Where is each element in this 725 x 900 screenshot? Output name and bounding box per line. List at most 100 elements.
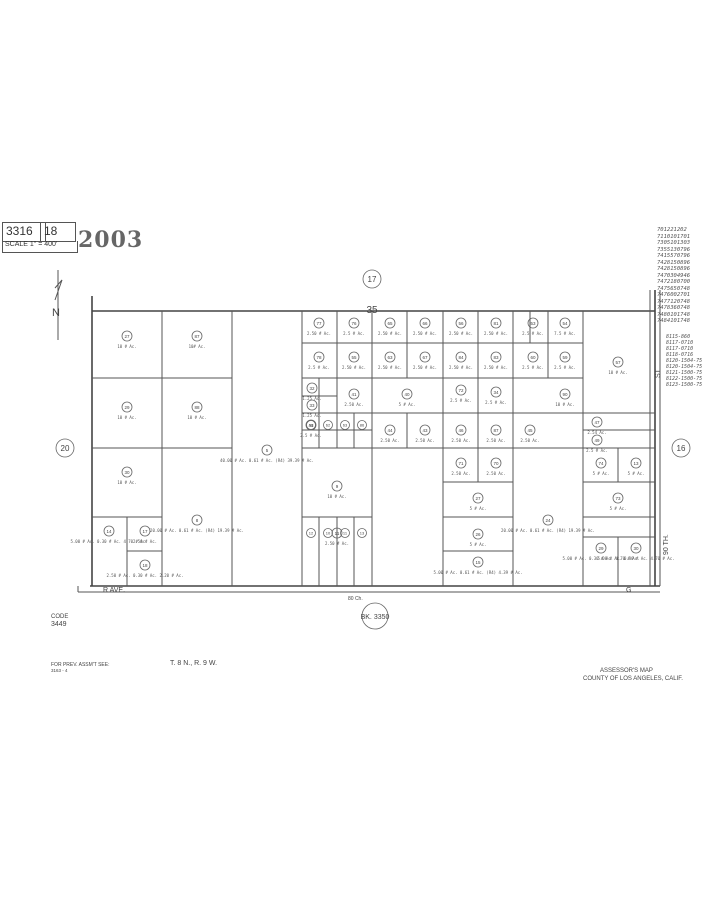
parcel-id: 24 [545, 518, 551, 523]
parcel-id: 48 [308, 423, 314, 428]
parcel-circle [401, 388, 413, 400]
parcel-area: 2.50 # Ac. [484, 331, 508, 336]
legal-note: 7476002701 [657, 292, 691, 298]
parcel-id: 13 [633, 461, 639, 466]
legal-note: 7475650748 [657, 285, 691, 292]
parcel-area: 2.5 # Ac. [450, 398, 472, 403]
parcel-id: 26 [475, 532, 481, 537]
prev-assmt-label: FOR PREV. ASSM'T SEE: [51, 662, 110, 668]
parcel-id: 60 [530, 355, 536, 360]
parcel-circle [306, 399, 318, 411]
parcel-id: 32 [309, 386, 315, 391]
parcel-circle [384, 317, 396, 329]
parcel-id: 83 [493, 355, 499, 360]
parcel-id: 9 [336, 484, 339, 489]
parcel-area: 2.5 # Ac. [343, 331, 365, 336]
small-lot-id: 13 [360, 531, 365, 536]
parcel-circle [384, 424, 396, 436]
parcel-id: 90 [562, 392, 568, 397]
parcel-id: 65 [387, 321, 393, 326]
parcel-id: 8 [196, 518, 199, 523]
parcel-area: 2.50 # Ac. [342, 365, 366, 370]
street-width: 80 Ch. [348, 596, 363, 602]
parcel-id: 40 [404, 392, 410, 397]
legal-note: 7428150896 [657, 259, 691, 266]
parcel-id: 29 [124, 405, 130, 410]
parcel-circle [261, 444, 273, 456]
parcel-id: 11 [335, 531, 340, 536]
parcel-area: 2.54 Ac. [587, 430, 606, 435]
street-south: R AVE. [103, 587, 125, 594]
parcel-id: 30 [633, 546, 639, 551]
parcel-circle [191, 514, 203, 526]
legal-note: 8117-0710 [666, 346, 694, 352]
parcel-id: 15 [475, 560, 481, 565]
parcel-id: 78 [316, 355, 322, 360]
code-label: CODE [51, 614, 69, 620]
parcel-id: 74 [598, 461, 604, 466]
parcel-circle [490, 351, 502, 363]
legal-note: 8118-0716 [666, 352, 694, 358]
small-lot-id: 10 [326, 531, 331, 536]
parcel-id: 47 [594, 420, 600, 425]
parcel-area: 5 # Ac. [610, 506, 627, 511]
parcel-circle [612, 356, 624, 368]
parcel-id: 43 [422, 428, 428, 433]
parcel-id: 18 [142, 563, 148, 568]
parcel-area: 10 # Ac. [327, 494, 346, 499]
legal-note: 7477120748 [657, 298, 691, 305]
parcel-area: 2.50 Ac. [344, 402, 363, 407]
parcel-circle [559, 351, 571, 363]
parcel-area: 2.50 # Ac. [325, 541, 349, 546]
parcel-id: 53 [530, 321, 536, 326]
legal-note: 8120-1504-75 [666, 364, 703, 370]
parcel-circle [559, 388, 571, 400]
sheet-refs: 17 20 16 BK. 3350 [55, 269, 691, 630]
legal-note: 7415570796 [657, 253, 691, 259]
legal-note: 8121-1500-75 [666, 370, 703, 376]
parcel-circle [103, 525, 115, 537]
street-south-east: G [626, 587, 631, 594]
small-lot-circle [306, 528, 316, 538]
parcel-id: 30 [124, 470, 130, 475]
parcel-id: 66 [422, 321, 428, 326]
parcel-circle [121, 466, 133, 478]
parcel-id: 44 [387, 428, 393, 433]
map-number: 2003 [78, 227, 144, 253]
legal-note: 7472180700 [657, 279, 691, 285]
parcel-id: 87 [194, 334, 200, 339]
parcel-id: 27 [475, 496, 481, 501]
parcel-area: 5 # Ac. [628, 471, 645, 476]
parcel-id: 57 [615, 360, 621, 365]
legal-note: 7428150896 [657, 266, 691, 272]
legal-note: 7470304946 [657, 272, 691, 279]
parcel-circle [384, 351, 396, 363]
parcel-area: 5 # Ac. [593, 471, 610, 476]
section-number: 35 [366, 305, 378, 316]
legal-note: 7484101748 [657, 318, 691, 324]
parcel-area: 5.00 # Ac. 0.30 # Ac. 4.70 # Ac. [597, 556, 674, 561]
parcel-circle [630, 457, 642, 469]
parcel-circle [455, 424, 467, 436]
legal-note: 701221202 [657, 227, 687, 233]
parcel-area: 2.5 # Ac. [586, 448, 608, 453]
parcel-id: 73 [615, 496, 621, 501]
parcel-area: 10 # Ac. [187, 415, 206, 420]
parcel-id: 14 [106, 529, 112, 534]
parcel-area: 2.50 # Ac. [449, 365, 473, 370]
parcel-id: 41 [351, 392, 357, 397]
parcel-id: 72 [458, 388, 464, 393]
parcel-id: 33 [309, 403, 315, 408]
parcel-circle [542, 514, 554, 526]
township-label: T. 8 N., R. 9 W. [170, 660, 218, 667]
parcel-area: 2.5 # Ac. [522, 331, 544, 336]
parcel-circle [591, 434, 603, 446]
parcel-id: 17 [142, 529, 148, 534]
parcel-circle [348, 388, 360, 400]
parcel-id: 45 [527, 428, 533, 433]
parcel-circle [305, 419, 317, 431]
parcel-id: 55 [351, 355, 357, 360]
